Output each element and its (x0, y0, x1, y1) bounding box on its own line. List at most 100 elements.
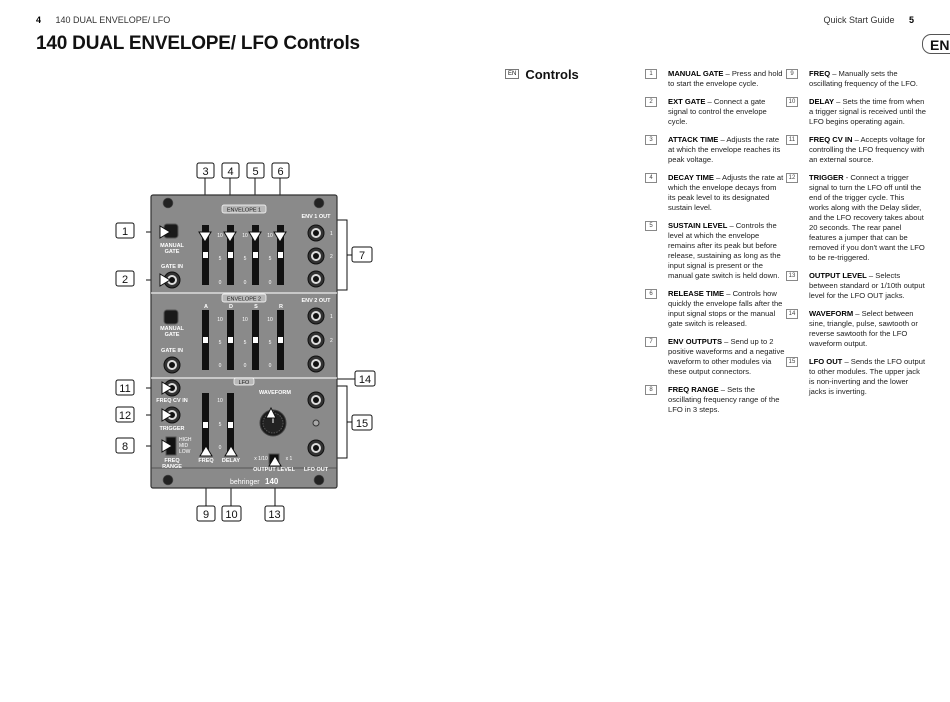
description-text: – Controls the level at which the envelo… (668, 221, 781, 280)
release-slider-2[interactable] (278, 337, 283, 343)
description-number: 5 (645, 221, 657, 231)
envelope2-sliders: 10 10 10 5 5 5 0 0 0 (202, 310, 284, 370)
env1-out-jack-2[interactable] (307, 247, 325, 265)
callout-13: 13 (268, 509, 280, 521)
sustain-slider-2[interactable] (253, 337, 258, 343)
lfo-freq-slider[interactable] (203, 422, 208, 428)
description-number: 11 (786, 135, 798, 145)
lfo-freq-label: FREQ (198, 458, 214, 464)
env2-scale-5a: 5 (219, 340, 222, 346)
attack-slider-1[interactable] (203, 252, 208, 258)
description-term: DELAY (809, 97, 835, 106)
language-badge: EN (505, 68, 520, 79)
env2-scale-10c: 10 (267, 317, 273, 323)
lfo-out-jack-lower[interactable] (307, 439, 325, 457)
output-level-x1: x 1 (286, 456, 293, 462)
description-text: – Sends the LFO output to other modules.… (809, 357, 926, 396)
callout-5: 5 (252, 166, 258, 178)
description-term: DECAY TIME (668, 173, 714, 182)
module-panel-illustration: ENVELOPE 1 ENVELOPE 2 LFO MANUAL GATE GA… (115, 162, 376, 522)
env1-scale-0c: 0 (269, 280, 272, 286)
description-column-1: 1 MANUAL GATE – Press and hold to start t… (645, 69, 785, 423)
trigger-jack[interactable] (163, 406, 181, 424)
lfo-delay-slider[interactable] (228, 422, 233, 428)
decay-slider-2[interactable] (228, 337, 233, 343)
decay-slider-1[interactable] (228, 252, 233, 258)
lfo-out-jack-upper[interactable] (307, 391, 325, 409)
envelope1-sliders: 10 10 10 5 5 5 0 0 0 (202, 225, 284, 286)
env1-scale-5b: 5 (244, 256, 247, 262)
description-text: – Manually sets the oscillating frequenc… (809, 69, 918, 88)
description-text: – Connect a gate signal to control the e… (668, 97, 767, 126)
language-tab: EN (922, 34, 950, 54)
description-text: – Sets the oscillating frequency range o… (668, 385, 780, 414)
env2-out-jack-3[interactable] (307, 355, 325, 373)
env1-jack-num-1: 1 (330, 231, 333, 237)
description-term: OUTPUT LEVEL (809, 271, 867, 280)
description-text: - Connect a trigger signal to turn the L… (809, 173, 925, 262)
description-text: – Press and hold to start the envelope c… (668, 69, 783, 88)
description-text: – Adjusts the rate at which the envelope… (668, 173, 784, 212)
freq-range-label-b: RANGE (162, 464, 182, 470)
range-mid: MID (179, 443, 189, 449)
release-slider-1[interactable] (278, 252, 283, 258)
description-number: 12 (786, 173, 798, 183)
description-number: 1 (645, 69, 657, 79)
env1-scale-0b: 0 (244, 280, 247, 286)
env1-out-jack-1[interactable] (307, 224, 325, 242)
output-level-x110: x 1/10 (254, 456, 268, 462)
freq-range-label-a: FREQ (164, 458, 180, 464)
lfo-scale-5: 5 (219, 422, 222, 428)
env2-scale-10b: 10 (242, 317, 248, 323)
description-text: – Accepts voltage for controlling the LF… (809, 135, 926, 164)
callout-2: 2 (122, 274, 128, 286)
description-text: – Select between sine, triangle, pulse, … (809, 309, 918, 348)
manual-gate-button-2[interactable] (163, 309, 179, 325)
page-header-left: 4 140 DUAL ENVELOPE/ LFO (36, 15, 170, 25)
env1-scale-5c: 5 (269, 256, 272, 262)
envelope2-label: ENVELOPE 2 (227, 297, 261, 303)
env1-scale-10b: 10 (242, 233, 248, 239)
env2-jack-num-1: 1 (330, 314, 333, 320)
description-term: ATTACK TIME (668, 135, 719, 144)
env1-scale-0a: 0 (219, 280, 222, 286)
env2-out-jack-2[interactable] (307, 331, 325, 349)
trigger-label: TRIGGER (159, 426, 184, 432)
lfo-section-label: LFO (239, 380, 250, 386)
description-number: 7 (645, 337, 657, 347)
attack-slider-2[interactable] (203, 337, 208, 343)
description-text: – Send up to 2 positive waveforms and a … (668, 337, 785, 376)
description-term: MANUAL GATE (668, 69, 724, 78)
callout-8: 8 (122, 441, 128, 453)
sustain-slider-1[interactable] (253, 252, 258, 258)
env1-out-jack-3[interactable] (307, 270, 325, 288)
controls-heading-text: Controls (525, 67, 579, 82)
adsr-label-s: S (254, 304, 258, 310)
env1-scale-10a: 10 (217, 233, 223, 239)
description-text: – Sets the time from when a trigger sign… (809, 97, 926, 126)
controls-heading: EN Controls (505, 67, 579, 82)
adsr-label-d: D (229, 304, 233, 310)
gate-in-jack-2[interactable] (163, 356, 181, 374)
gate-in-jack-1[interactable] (163, 271, 181, 289)
header-guide-title: Quick Start Guide (823, 15, 895, 25)
env2-jack-num-2: 2 (330, 338, 333, 344)
manual-gate-label-1b: GATE (165, 249, 180, 255)
env2-out-jack-1[interactable] (307, 307, 325, 325)
description-term: RELEASE TIME (668, 289, 725, 298)
lfo-delay-label: DELAY (222, 458, 240, 464)
env2-scale-10a: 10 (217, 317, 223, 323)
description-number: 13 (786, 271, 798, 281)
lfo-out-label: LFO OUT (304, 467, 329, 473)
description-number: 8 (645, 385, 657, 395)
callout-6: 6 (277, 166, 283, 178)
adsr-label-a: A (204, 304, 208, 310)
